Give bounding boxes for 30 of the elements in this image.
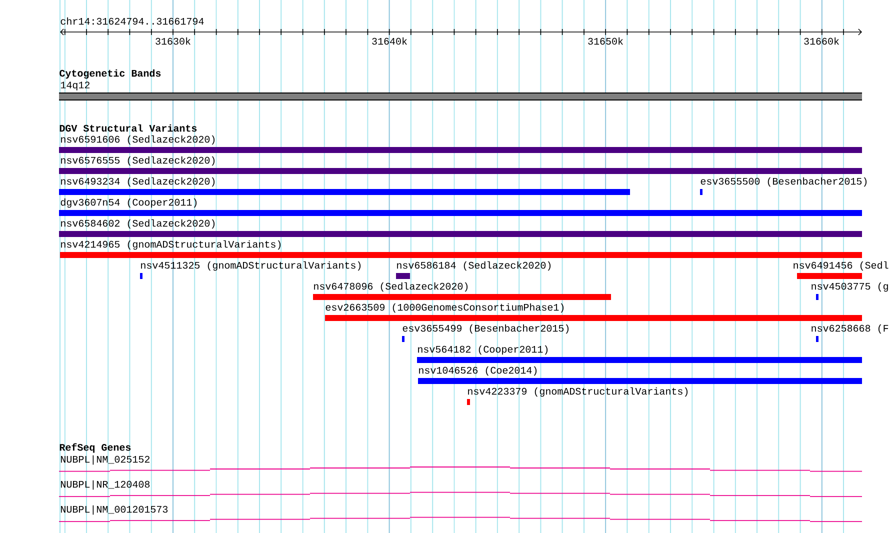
tick-label: 31630k bbox=[156, 37, 190, 45]
variant-label: esv3655499 (Besenbacher2015) bbox=[402, 324, 569, 334]
variant-label: esv3655500 (Besenbacher2015) bbox=[700, 177, 867, 187]
variant-label: dgv3607n54 (Cooper2011) bbox=[60, 198, 197, 208]
band-label: 14q12 bbox=[60, 82, 90, 90]
variant-label: nsv6591606 (Sedlazeck2020) bbox=[61, 135, 215, 145]
variant-label: nsv6584602 (Sedlazeck2020) bbox=[61, 219, 215, 229]
tick-label: 31650k bbox=[588, 37, 623, 45]
variant-label: nsv4511325 (gnomADStructuralVariants) bbox=[141, 261, 361, 271]
locus-label: chr14:31624794..31661794 bbox=[60, 17, 204, 25]
variant-label: nsv4503775 (g bbox=[812, 282, 888, 292]
variant-label: nsv564182 (Cooper2011) bbox=[418, 345, 548, 355]
variant-label: nsv6258668 (F bbox=[812, 324, 888, 334]
variant-label: esv2663509 (1000GenomesConsortiumPhase1) bbox=[326, 303, 564, 313]
tick-label: 31660k bbox=[804, 37, 839, 45]
variant-label: nsv6493234 (Sedlazeck2020) bbox=[61, 177, 215, 187]
track-title: RefSeq Genes bbox=[60, 443, 131, 453]
gene-label: NUBPL|NR_120408 bbox=[61, 480, 150, 490]
variant-label: nsv6478096 (Sedlazeck2020) bbox=[314, 282, 468, 292]
gene-label: NUBPL|NM_025152 bbox=[61, 455, 150, 465]
variant-label: nsv4223379 (gnomADStructuralVariants) bbox=[468, 387, 688, 397]
variant-label: nsv6576555 (Sedlazeck2020) bbox=[61, 156, 215, 166]
track-title: Cytogenetic Bands bbox=[60, 69, 161, 79]
variant-label: nsv6586184 (Sedlazeck2020) bbox=[397, 261, 551, 271]
variant-label: nsv6491456 (Sedl bbox=[794, 261, 888, 271]
tick-label: 31640k bbox=[372, 37, 407, 45]
gene-label: NUBPL|NM_001201573 bbox=[61, 505, 168, 515]
variant-label: nsv4214965 (gnomADStructuralVariants) bbox=[61, 240, 281, 250]
variant-label: nsv1046526 (Coe2014) bbox=[419, 366, 537, 376]
track-title: DGV Structural Variants bbox=[60, 124, 197, 132]
